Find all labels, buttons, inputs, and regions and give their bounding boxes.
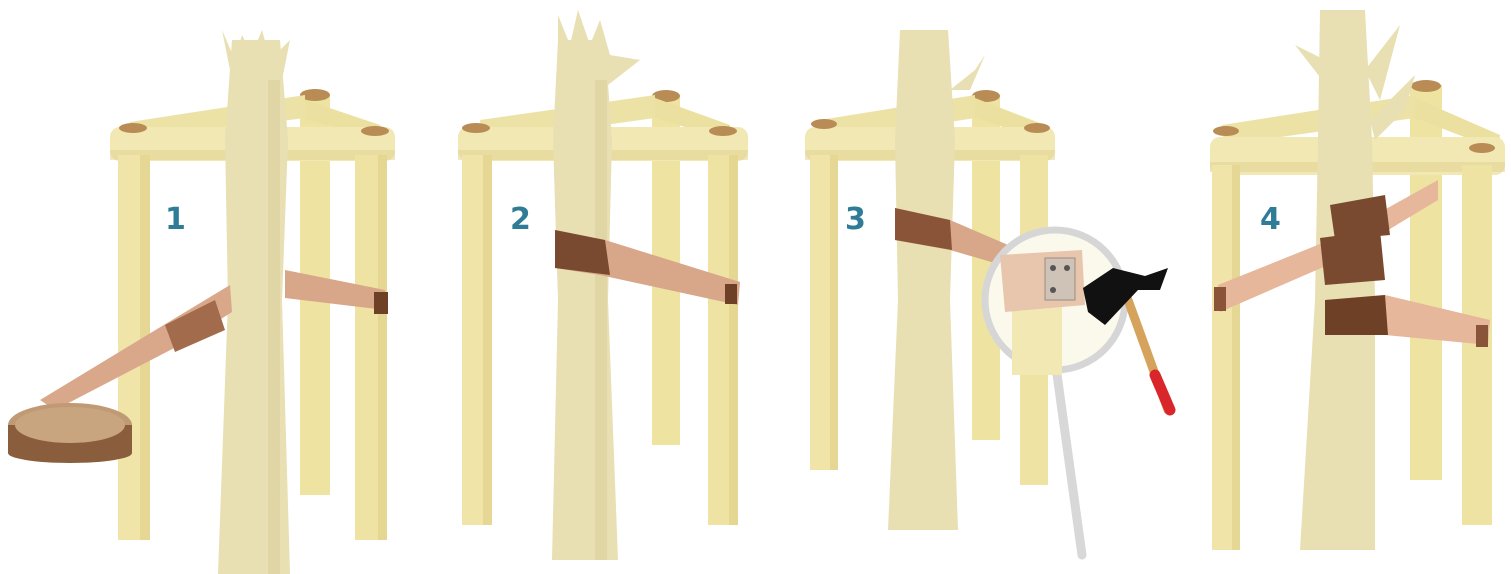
strap-buckle xyxy=(374,292,388,314)
tree-trunk xyxy=(888,30,958,530)
tree-trunk xyxy=(552,40,618,560)
step-panel-2: 2 xyxy=(440,0,770,574)
step-number-1: 1 xyxy=(165,205,186,235)
step-4-illustration xyxy=(1200,0,1511,574)
step-panel-1: 1 xyxy=(0,0,410,574)
hammer-grip xyxy=(1155,375,1170,410)
step-number-4: 4 xyxy=(1260,205,1281,235)
step-number-3: 3 xyxy=(845,205,866,235)
step-2-illustration xyxy=(440,0,770,574)
step-panel-3: 3 xyxy=(800,0,1190,574)
step-3-illustration xyxy=(800,0,1190,574)
magnifier-handle xyxy=(1055,360,1082,555)
step-number-2: 2 xyxy=(510,205,531,235)
step-panel-4: 4 xyxy=(1200,0,1511,574)
step-1-illustration xyxy=(0,0,410,574)
